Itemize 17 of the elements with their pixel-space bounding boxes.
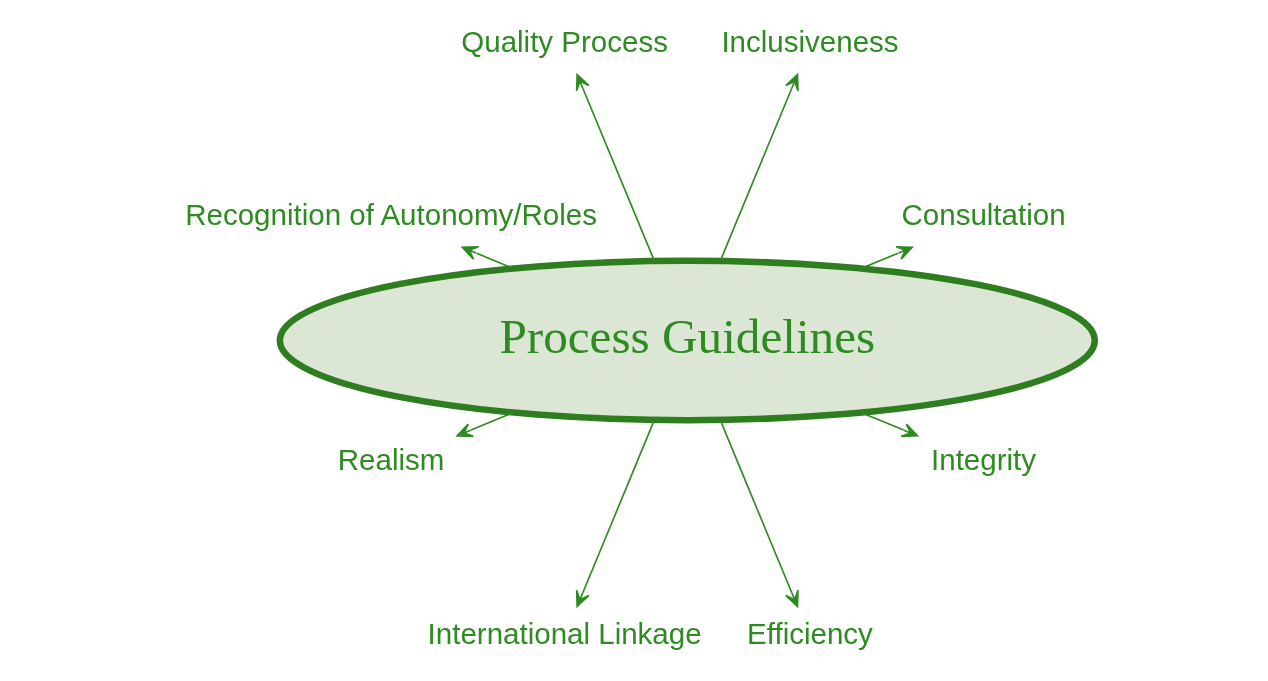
node-text: Quality Process [460,24,668,58]
arrow [719,419,799,608]
arrow [575,419,655,608]
node-text: Recognition of Autonomy/Roles [184,198,597,232]
node-text: Realism [337,443,444,477]
arrow [860,412,918,438]
node-text: International Linkage [427,616,702,650]
arrow [461,246,513,269]
arrow [575,73,655,262]
node-text: Inclusiveness [720,24,899,58]
node-text: Efficiency [746,616,873,650]
arrow [860,246,913,269]
arrow [719,73,799,262]
arrow [455,412,513,438]
node-text: Integrity [930,443,1036,477]
node-text: Consultation [900,198,1066,232]
node-ellipse: Process Guidelines [276,257,1098,424]
